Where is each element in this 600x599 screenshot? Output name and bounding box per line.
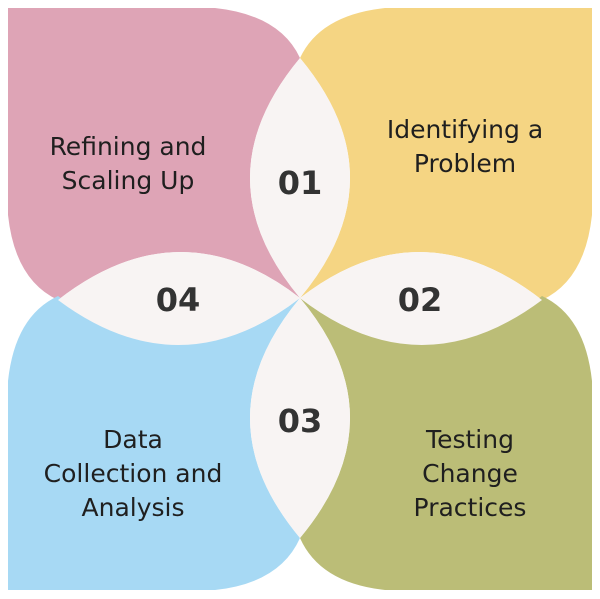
step-label-04: Refining and Scaling Up [50,130,207,198]
step-number-03: 03 [277,402,323,440]
label-line: Change [422,459,518,488]
step-label-01: Identifying a Problem [387,113,543,181]
lens-02 [300,251,542,346]
petal-data-collection [8,296,300,590]
label-line: Data [103,425,163,454]
step-number-02: 02 [397,281,443,319]
petal-refining [8,8,300,300]
label-line: Practices [413,493,527,522]
step-number-04: 04 [155,281,201,319]
step-number-01: 01 [277,164,323,202]
lens-03 [250,298,350,538]
label-line: Refining and [49,132,207,161]
petal-identifying [300,8,592,300]
label-line: Scaling Up [61,166,195,195]
label-line: Collection and [43,459,223,488]
label-line: Identifying a [386,115,544,144]
label-line: Problem [413,149,517,178]
label-line: Analysis [81,493,185,522]
step-label-03: Data Collection and Analysis [44,423,223,525]
lens-04 [58,251,300,346]
lens-01 [250,58,350,298]
step-label-02: Testing Change Practices [414,423,527,525]
label-line: Testing [426,425,514,454]
petal-testing [300,296,592,590]
